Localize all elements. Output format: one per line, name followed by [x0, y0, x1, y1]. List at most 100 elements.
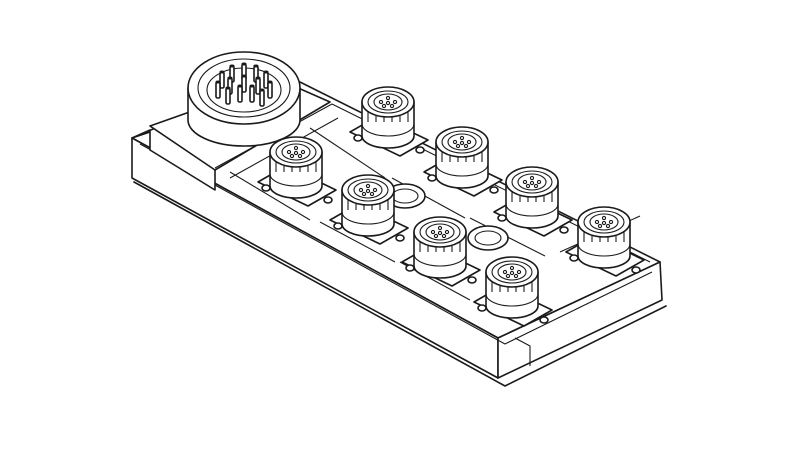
mounting-hole-inner: [474, 230, 502, 246]
port-socket: [441, 130, 483, 154]
port-band-edge: [505, 203, 559, 217]
port-pin-hole: [505, 273, 511, 279]
port-socket: [367, 90, 409, 114]
port-band-edge: [485, 293, 539, 307]
status-led: [631, 266, 641, 274]
status-led: [489, 186, 499, 194]
port-pin-hole: [430, 229, 436, 235]
status-led: [323, 196, 333, 204]
master-pin: [259, 89, 265, 107]
port-socket-inner: [497, 263, 527, 281]
port-pin-hole: [601, 215, 607, 221]
port-pin-hole: [516, 269, 522, 275]
port-rim: [577, 206, 631, 238]
port-socket-inner: [425, 223, 455, 241]
port-pin-hole: [459, 135, 465, 141]
master-pin-tip: [253, 64, 259, 68]
port-pin-hole: [536, 179, 542, 185]
port-pin-hole: [452, 139, 458, 145]
port-pin-hole: [463, 143, 469, 149]
ridge-line: [319, 221, 396, 263]
port-pin-hole: [522, 179, 528, 185]
port-rim: [269, 136, 323, 168]
port-band-edge: [269, 173, 323, 187]
port-socket-inner: [447, 133, 477, 151]
port-pin-hole: [385, 95, 391, 101]
port-pin-hole: [529, 180, 535, 186]
status-led: [333, 222, 343, 230]
status-led: [261, 184, 271, 192]
master-pin-tip: [227, 76, 233, 80]
master-pin-tip: [215, 80, 221, 84]
master-pin: [219, 71, 225, 89]
master-pin-tip: [267, 80, 273, 84]
master-pin: [225, 87, 231, 105]
master-pin: [255, 77, 261, 95]
master-connector-pins: [215, 62, 273, 107]
port-connector: [423, 126, 503, 197]
port-connector: [257, 136, 337, 207]
port-pin-hole: [444, 229, 450, 235]
master-pin: [267, 81, 273, 99]
port-pin-hole: [437, 230, 443, 236]
master-pin-tip: [229, 64, 235, 68]
port-pin-hole: [441, 233, 447, 239]
mounting-holes: [384, 183, 509, 251]
master-connector: [187, 51, 301, 147]
port-pin-hole: [608, 219, 614, 225]
port-socket-inner: [281, 143, 311, 161]
port-pin-hole: [358, 187, 364, 193]
port-pin-hole: [300, 149, 306, 155]
port-pin-hole: [378, 99, 384, 105]
master-pin: [237, 85, 243, 103]
port-socket: [347, 178, 389, 202]
port-pin-hole: [385, 100, 391, 106]
port-band-edge: [341, 211, 395, 225]
port-pin-hole: [293, 145, 299, 151]
housing-bottom-edge: [133, 181, 667, 387]
port-pin-hole: [369, 191, 375, 197]
port-pin-hole: [289, 153, 295, 159]
port-pin-hole: [433, 233, 439, 239]
port-pin-hole: [601, 220, 607, 226]
status-led: [427, 174, 437, 182]
port-band-edge: [361, 123, 415, 137]
port-pin-hole: [529, 175, 535, 181]
port-pin-hole: [513, 273, 519, 279]
port-pin-hole: [509, 265, 515, 271]
status-led: [559, 226, 569, 234]
housing-end-step: [514, 337, 531, 366]
port-pin-hole: [392, 99, 398, 105]
port-rim: [485, 256, 539, 288]
port-band-edge: [435, 163, 489, 177]
port-pin-hole: [455, 143, 461, 149]
port-pin-hole: [594, 219, 600, 225]
port-socket: [491, 260, 533, 284]
port-pin-hole: [286, 149, 292, 155]
port-socket-inner: [373, 93, 403, 111]
port-pin-hole: [437, 225, 443, 231]
port-pin-hole: [597, 223, 603, 229]
port-pin-hole: [293, 150, 299, 156]
master-pin-tip: [249, 84, 255, 88]
master-pin-tip: [219, 70, 225, 74]
master-pin-tip: [241, 74, 247, 78]
port-connector: [493, 166, 573, 237]
port-pin-hole: [605, 223, 611, 229]
port-band-edge: [413, 253, 467, 267]
master-pin-tip: [263, 70, 269, 74]
port-pin-hole: [502, 269, 508, 275]
status-led: [395, 234, 405, 242]
master-pin: [249, 85, 255, 103]
status-led: [405, 264, 415, 272]
port-connector: [565, 206, 645, 277]
port-socket-inner: [353, 181, 383, 199]
port-pin-hole: [361, 191, 367, 197]
port-rim: [435, 126, 489, 158]
port-socket: [511, 170, 553, 194]
port-socket: [275, 140, 317, 164]
port-socket-inner: [517, 173, 547, 191]
port-rim: [341, 174, 395, 206]
status-led: [477, 304, 487, 312]
